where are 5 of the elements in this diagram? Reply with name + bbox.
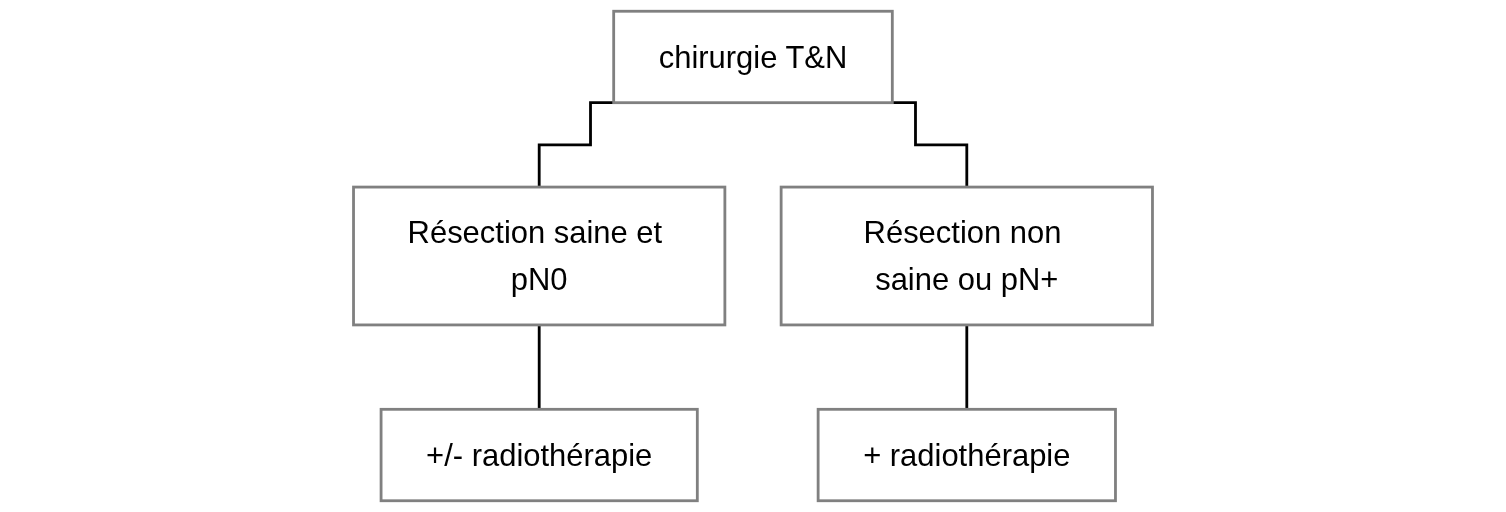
node-box: Résection saine et pN0 — [352, 185, 727, 327]
node-box: + radiothérapie — [816, 407, 1117, 503]
node-box: +/- radiothérapie — [379, 407, 699, 503]
node-box: chirurgie T&N — [612, 9, 894, 105]
node-box: Résection non saine ou pN+ — [779, 185, 1154, 327]
